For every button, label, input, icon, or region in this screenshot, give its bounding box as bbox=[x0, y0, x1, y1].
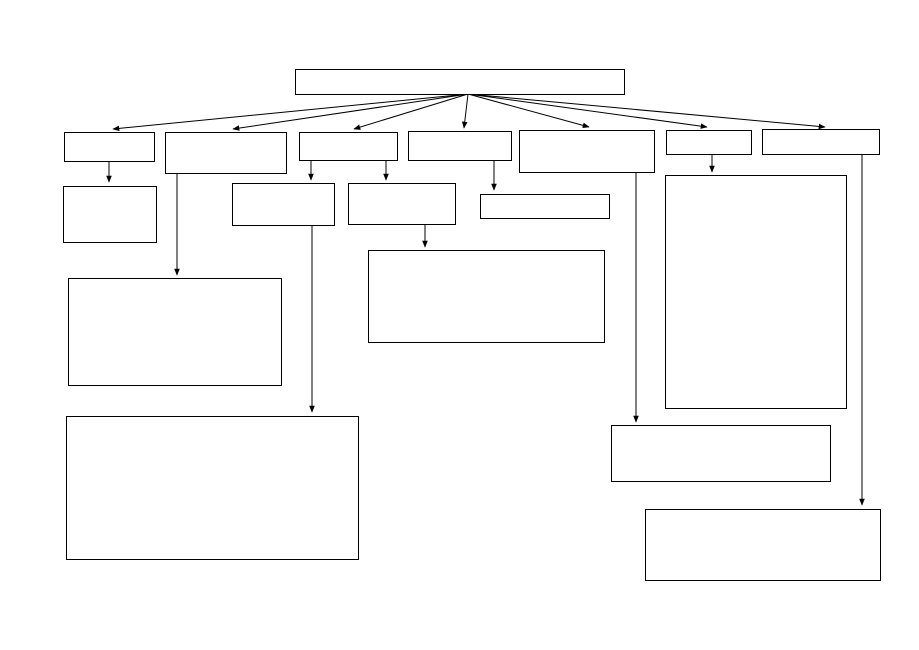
connector-layer bbox=[106, 93, 865, 506]
diagram-node-c1 bbox=[64, 132, 155, 162]
diagram-node-c3b bbox=[348, 183, 456, 225]
box-c3a bbox=[232, 183, 335, 226]
connector-arrow-root-to-c4 bbox=[461, 93, 469, 129]
diagram-node-c1a bbox=[63, 186, 157, 243]
diagram-node-c2a bbox=[68, 278, 282, 386]
box-c6a bbox=[665, 175, 847, 409]
box-c4 bbox=[408, 131, 512, 161]
diagram-node-c2 bbox=[165, 132, 287, 174]
connector-arrow-root-to-c1 bbox=[112, 93, 469, 132]
diagram-node-c3a1 bbox=[66, 416, 359, 560]
box-c4a bbox=[480, 194, 610, 219]
box-c3 bbox=[299, 132, 398, 161]
box-c2 bbox=[165, 132, 287, 174]
diagram-node-c3a bbox=[232, 183, 335, 226]
box-c1 bbox=[64, 132, 155, 162]
diagram-node-root bbox=[295, 69, 625, 95]
diagram-node-c4a bbox=[480, 194, 610, 219]
box-c5a bbox=[611, 425, 831, 482]
connector-arrow-root-to-c3 bbox=[353, 93, 469, 130]
box-layer bbox=[63, 69, 881, 581]
diagram-node-c3 bbox=[299, 132, 398, 161]
box-c7a bbox=[645, 509, 881, 581]
diagram-node-c3b1 bbox=[368, 250, 605, 343]
connector-arrow-root-to-c2 bbox=[232, 93, 469, 131]
diagram-node-c4 bbox=[408, 131, 512, 161]
diagram-node-c5 bbox=[519, 130, 655, 173]
diagram-node-c7 bbox=[762, 129, 880, 155]
connector-arrow-root-to-c7 bbox=[467, 93, 826, 130]
box-c1a bbox=[63, 186, 157, 243]
box-c5 bbox=[519, 130, 655, 173]
diagram-node-c7a bbox=[645, 509, 881, 581]
diagram-node-c5a bbox=[611, 425, 831, 482]
connector-arrow-root-to-c6 bbox=[467, 93, 708, 129]
box-c2a bbox=[68, 278, 282, 386]
box-c3b bbox=[348, 183, 456, 225]
box-c7 bbox=[762, 129, 880, 155]
diagram-node-c6a bbox=[665, 175, 847, 409]
box-root bbox=[295, 69, 625, 95]
box-c3a1 bbox=[66, 416, 359, 560]
box-c3b1 bbox=[368, 250, 605, 343]
diagram-node-c6 bbox=[666, 130, 752, 155]
box-c6 bbox=[666, 130, 752, 155]
connector-arrow-root-to-c5 bbox=[467, 93, 590, 129]
